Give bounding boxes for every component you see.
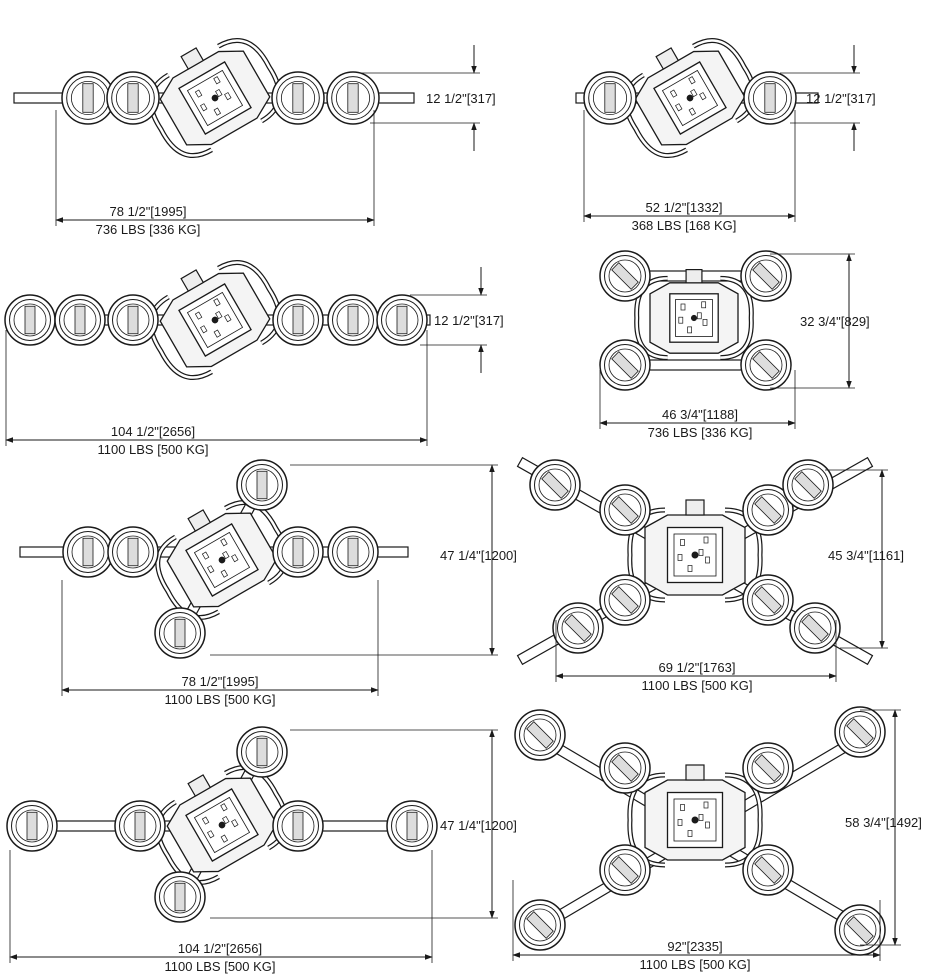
- config-5: 47 1/4"[1200] 78 1/2"[1995] 1100 LBS [500 …: [19, 459, 517, 707]
- lift-tower: [685, 499, 705, 516]
- vacuum-pad: [599, 250, 651, 302]
- vacuum-pad: [272, 800, 324, 852]
- weight-capacity-label: 736 LBS [336 KG]: [96, 222, 201, 237]
- vacuum-pad: [386, 800, 438, 852]
- height-dimension-label: 47 1/4"[1200]: [440, 548, 517, 563]
- config-1: 12 1/2"[317] 78 1/2"[1995] 736 LBS [336 KG…: [13, 37, 496, 237]
- vacuum-pad: [599, 844, 651, 896]
- vacuum-pad: [107, 526, 159, 578]
- height-dimension-label: 12 1/2"[317]: [434, 313, 504, 328]
- lifter-frame: [634, 269, 754, 361]
- height-dimension-label: 12 1/2"[317]: [426, 91, 496, 106]
- lifter-frame: [148, 259, 282, 381]
- vacuum-pad: [583, 71, 637, 125]
- vacuum-pad: [743, 71, 797, 125]
- vacuum-pad: [599, 484, 651, 536]
- vacuum-pad: [740, 250, 792, 302]
- vacuum-pad: [326, 71, 380, 125]
- pivot-point: [218, 821, 226, 829]
- lift-tower: [180, 47, 205, 70]
- vacuum-pad: [742, 742, 794, 794]
- width-dimension-label: 69 1/2"[1763]: [659, 660, 736, 675]
- vacuum-pad: [514, 899, 566, 951]
- width-dimension-label: 78 1/2"[1995]: [182, 674, 259, 689]
- vacuum-pad: [376, 294, 428, 346]
- weight-capacity-label: 368 LBS [168 KG]: [632, 218, 737, 233]
- height-dimension-label: 47 1/4"[1200]: [440, 818, 517, 833]
- vacuum-pad: [107, 294, 159, 346]
- vacuum-pad: [599, 574, 651, 626]
- lift-tower: [685, 269, 703, 284]
- vacuum-pad: [271, 71, 325, 125]
- lift-tower: [180, 269, 205, 292]
- config-4: 32 3/4"[829] 46 3/4"[1188] 736 LBS [336 KG…: [599, 250, 870, 440]
- height-dimension-label: 32 3/4"[829]: [800, 314, 870, 329]
- width-dimension-label: 46 3/4"[1188]: [662, 407, 738, 422]
- vacuum-pad: [114, 800, 166, 852]
- weight-capacity-label: 1100 LBS [500 KG]: [641, 678, 752, 693]
- vacuum-pad: [54, 294, 106, 346]
- pivot-point: [686, 94, 694, 102]
- vacuum-pad: [552, 602, 604, 654]
- vacuum-pad: [61, 71, 115, 125]
- lifter-frame: [148, 37, 282, 159]
- pivot-point: [218, 556, 226, 564]
- vacuum-pad: [236, 459, 288, 511]
- vacuum-pad: [272, 294, 324, 346]
- lift-tower: [655, 47, 680, 70]
- lifter-frame: [155, 499, 289, 621]
- vacuum-pad: [599, 339, 651, 391]
- vacuum-pad: [4, 294, 56, 346]
- lift-tower: [187, 509, 212, 532]
- height-dimension-label: 12 1/2"[317]: [806, 91, 876, 106]
- vacuum-pad: [327, 526, 379, 578]
- vacuum-pad: [599, 742, 651, 794]
- lift-tower: [685, 764, 705, 781]
- lift-tower: [187, 774, 212, 797]
- vacuum-pad: [742, 844, 794, 896]
- width-dimension-label: 104 1/2"[2656]: [111, 424, 195, 439]
- vacuum-pad: [529, 459, 581, 511]
- pivot-point: [690, 314, 698, 322]
- config-2: 12 1/2"[317] 52 1/2"[1332] 368 LBS [168 KG…: [575, 37, 876, 233]
- vacuum-pad: [514, 709, 566, 761]
- vacuum-pad: [834, 904, 886, 956]
- config-6: 45 3/4"[1161] 69 1/2"[1763] 1100 LBS [500 …: [516, 456, 904, 693]
- vacuum-pad: [740, 339, 792, 391]
- weight-capacity-label: 1100 LBS [500 KG]: [164, 692, 275, 707]
- vacuum-pad: [742, 574, 794, 626]
- vacuum-pad: [327, 294, 379, 346]
- vacuum-pad: [789, 602, 841, 654]
- vacuum-pad: [154, 871, 206, 923]
- vacuum-pad: [272, 526, 324, 578]
- config-7: 47 1/4"[1200] 104 1/2"[2656] 1100 LBS [500…: [6, 726, 517, 974]
- vacuum-pad: [782, 459, 834, 511]
- lifter-frame: [627, 764, 763, 868]
- height-dimension-label: 58 3/4"[1492]: [845, 815, 922, 830]
- weight-capacity-label: 1100 LBS [500 KG]: [164, 959, 275, 974]
- vacuum-pad: [106, 71, 160, 125]
- width-dimension-label: 78 1/2"[1995]: [110, 204, 187, 219]
- pivot-point: [211, 316, 219, 324]
- vacuum-pad: [6, 800, 58, 852]
- pivot-point: [691, 816, 699, 824]
- width-dimension-label: 92"[2335]: [667, 939, 722, 954]
- vacuum-pad: [834, 706, 886, 758]
- config-8: 58 3/4"[1492] 92"[2335] 1100 LBS [500 KG]: [512, 706, 922, 972]
- width-dimension-label: 104 1/2"[2656]: [178, 941, 262, 956]
- weight-capacity-label: 1100 LBS [500 KG]: [97, 442, 208, 457]
- weight-capacity-label: 1100 LBS [500 KG]: [639, 957, 750, 972]
- pivot-point: [211, 94, 219, 102]
- config-3: 12 1/2"[317] 104 1/2"[2656] 1100 LBS [500 …: [4, 259, 504, 457]
- pivot-point: [691, 551, 699, 559]
- vacuum-pad: [742, 484, 794, 536]
- vacuum-pad: [154, 607, 206, 659]
- width-dimension-label: 52 1/2"[1332]: [646, 200, 723, 215]
- vacuum-pad: [236, 726, 288, 778]
- weight-capacity-label: 736 LBS [336 KG]: [648, 425, 753, 440]
- vacuum-pad: [62, 526, 114, 578]
- height-dimension-label: 45 3/4"[1161]: [828, 548, 904, 563]
